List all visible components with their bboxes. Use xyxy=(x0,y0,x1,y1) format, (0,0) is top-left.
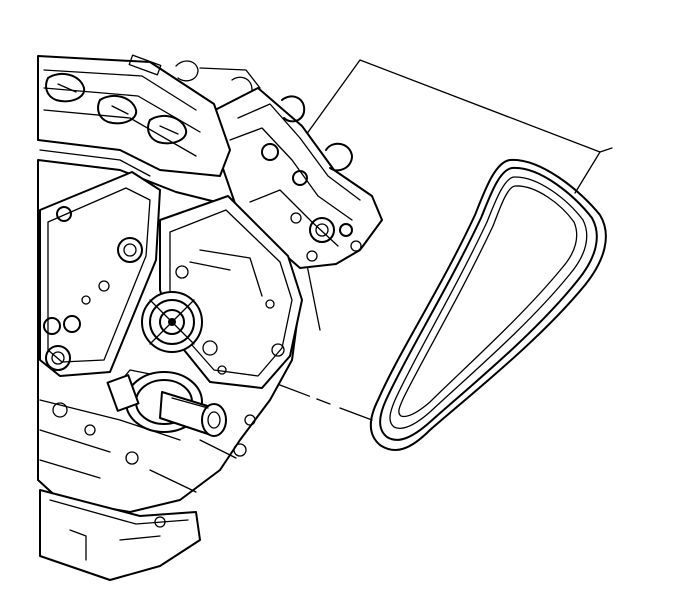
crankshaft-pulley xyxy=(106,369,227,437)
oil-pan xyxy=(39,489,201,581)
cylinder-head-left xyxy=(37,54,231,177)
drive-belt xyxy=(369,158,607,451)
idler-pulley xyxy=(141,265,218,356)
cylinder-head-right xyxy=(175,60,383,269)
